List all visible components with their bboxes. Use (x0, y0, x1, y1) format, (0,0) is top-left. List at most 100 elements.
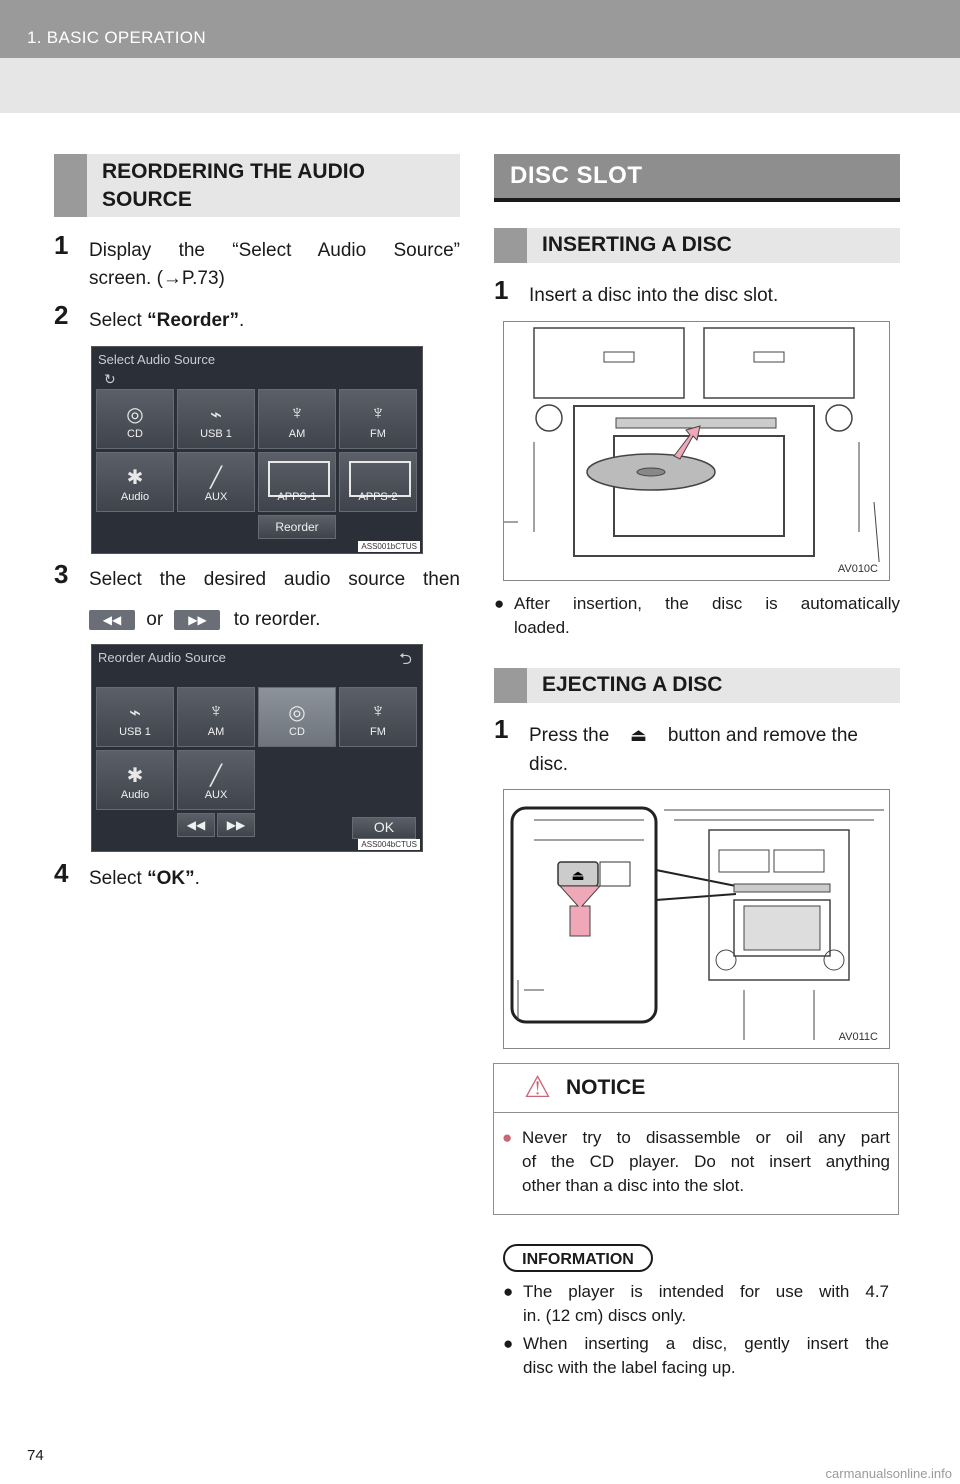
app-frame-icon (268, 461, 330, 497)
step-text-cont2: disc. (529, 754, 569, 775)
page-number: 74 (27, 1447, 44, 1464)
bullet-icon: ● (503, 1334, 514, 1353)
step-punct: . (238, 310, 245, 331)
section-heading-reorder: REORDERING THE AUDIO SOURCE (54, 154, 460, 217)
step-text: Select (89, 868, 148, 889)
return-icon: ⮌ (399, 651, 412, 668)
tile-usb1[interactable]: ⌁USB 1 (96, 687, 174, 747)
subheading-title: INSERTING A DISC (542, 233, 732, 256)
step-text-cont: screen. (→P.73) (89, 268, 225, 289)
tile-aux[interactable]: ╱AUX (177, 750, 255, 810)
notice-box: ⚠ NOTICE ● Never try to disassemble or o… (493, 1063, 899, 1215)
insert-step-1: 1 Insert a disc into the disc slot. (494, 275, 900, 311)
disc-icon: ◎ (288, 702, 306, 724)
step-3: 3 Select the desired audio source then ◀… (54, 559, 460, 631)
section-title: DISC SLOT (510, 162, 643, 189)
tile-cd-selected[interactable]: ◎CD (258, 687, 336, 747)
tile-apps2[interactable]: APPS-2 (339, 452, 417, 512)
section-heading-disc-slot: DISC SLOT (494, 154, 900, 202)
notice-item: ● Never try to disassemble or oil any pa… (502, 1126, 890, 1198)
step-1: 1 Display the “Select Audio Source” scre… (54, 230, 460, 298)
select-audio-source-screen: Select Audio Source ↻ ◎CD ⌁USB 1 ♆AM ♆FM… (91, 346, 423, 554)
subheading-inserting: INSERTING A DISC (494, 228, 900, 263)
tile-aux[interactable]: ╱AUX (177, 452, 255, 512)
information-label: INFORMATION (503, 1244, 653, 1272)
watermark: carmanualsonline.info (825, 1466, 952, 1481)
step-punct: . (194, 868, 200, 889)
tile-fm[interactable]: ♆FM (339, 687, 417, 747)
tile-bt-audio[interactable]: ✱Audio (96, 452, 174, 512)
step-text: Select (89, 310, 148, 331)
dashboard-disc-slot-drawing (504, 327, 881, 573)
step-number: 1 (494, 714, 509, 744)
step-text: Press the (529, 725, 610, 746)
back-icon: ↻ (104, 371, 116, 387)
warning-icon: ⚠ (524, 1071, 551, 1104)
tile-usb1[interactable]: ⌁USB 1 (177, 389, 255, 449)
figure-code: ASS001bCTUS (358, 541, 420, 552)
antenna-icon: ♆ (208, 700, 224, 722)
screen-title: Select Audio Source (98, 352, 216, 367)
tile-am[interactable]: ♆AM (258, 389, 336, 449)
antenna-icon: ♆ (370, 700, 386, 722)
bullet-icon: ● (494, 594, 505, 613)
tile-fm[interactable]: ♆FM (339, 389, 417, 449)
header-bar (0, 0, 960, 58)
bluetooth-icon: ✱ (126, 467, 144, 489)
header-band (0, 58, 960, 113)
info-text: in. (12 cm) discs only. (523, 1306, 687, 1325)
step-4: 4 Select “OK”. (54, 858, 460, 894)
bullet-icon: ● (502, 1128, 513, 1147)
step-text: Select the desired audio source then (89, 569, 460, 590)
tile-bt-audio[interactable]: ✱Audio (96, 750, 174, 810)
step-keyword: “Reorder” (147, 310, 239, 331)
tile-cd[interactable]: ◎CD (96, 389, 174, 449)
step-text-cont: to reorder. (233, 609, 321, 630)
note-text: After insertion, the disc is automatical… (514, 594, 900, 613)
step-number: 1 (54, 230, 69, 260)
step-text: Insert a disc into the disc slot. (529, 285, 779, 306)
info-text: When inserting a disc, gently insert the (523, 1334, 889, 1353)
reorder-button[interactable]: Reorder (258, 515, 336, 539)
eject-icon: ⏏ (630, 725, 648, 745)
notice-header: ⚠ NOTICE (494, 1064, 898, 1113)
move-right-button[interactable]: ▶▶ (217, 813, 255, 837)
notice-text: other than a disc into the slot. (522, 1176, 745, 1195)
antenna-icon: ♆ (289, 402, 305, 424)
chapter-title: 1. BASIC OPERATION (27, 28, 206, 47)
step-text-or: or (146, 609, 164, 630)
info-item-1: ● The player is intended for use with 4.… (503, 1280, 889, 1328)
svg-text:⏏: ⏏ (571, 868, 584, 884)
figure-code: AV010C (834, 562, 881, 576)
notice-text: Never try to disassemble or oil any part (522, 1128, 890, 1147)
subheading-title: EJECTING A DISC (542, 673, 723, 696)
usb-icon: ⌁ (128, 702, 142, 724)
eject-step-1: 1 Press the ⏏ button and remove the disc… (494, 714, 900, 782)
bullet-icon: ● (503, 1282, 514, 1301)
step-number: 4 (54, 858, 69, 888)
note-text-cont: loaded. (514, 618, 570, 637)
screen-title: Reorder Audio Source (98, 650, 226, 665)
step-number: 1 (494, 275, 509, 305)
rewind-button: ◀◀ (89, 609, 135, 630)
step-keyword: “OK” (147, 868, 195, 889)
step-number: 2 (54, 300, 69, 330)
insert-note: ● After insertion, the disc is automatic… (494, 592, 900, 640)
notice-title: NOTICE (566, 1076, 646, 1099)
reorder-audio-source-screen: Reorder Audio Source ⮌ ⌁USB 1 ♆AM ◎CD ♆F… (91, 644, 423, 852)
dashboard-eject-drawing: ⏏ (510, 806, 884, 1040)
info-item-2: ● When inserting a disc, gently insert t… (503, 1332, 889, 1380)
disc-icon: ◎ (126, 404, 144, 426)
ok-button[interactable]: OK (352, 817, 416, 839)
antenna-icon: ♆ (370, 402, 386, 424)
usb-icon: ⌁ (209, 404, 223, 426)
tile-apps1[interactable]: APPS-1 (258, 452, 336, 512)
aux-plug-icon: ╱ (209, 467, 223, 489)
step-text-cont: button and remove the (667, 725, 858, 746)
eject-disc-illustration: ⏏ AV011C (503, 789, 890, 1049)
tile-am[interactable]: ♆AM (177, 687, 255, 747)
move-left-button[interactable]: ◀◀ (177, 813, 215, 837)
forward-button: ▶▶ (174, 609, 221, 630)
step-text: Display the “Select Audio Source” (89, 240, 460, 261)
notice-text: of the CD player. Do not insert anything (522, 1152, 890, 1171)
